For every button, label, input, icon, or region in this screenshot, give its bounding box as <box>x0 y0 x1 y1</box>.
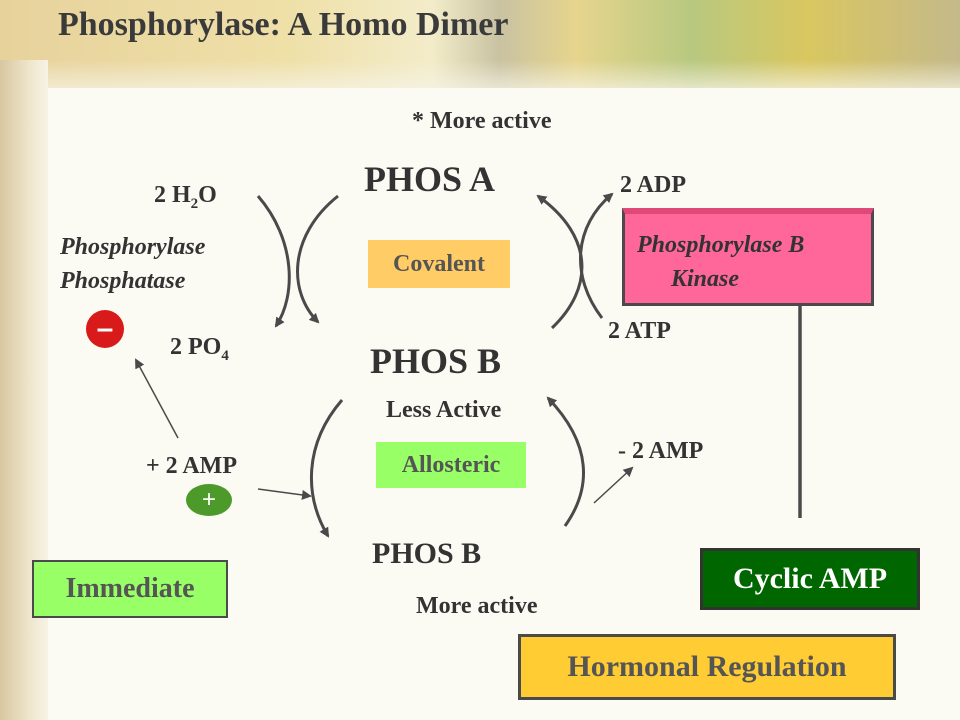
more-active-star-label: * More active <box>412 108 552 134</box>
arrow-plus-to-phos-b <box>257 488 312 500</box>
more-active-label: More active <box>416 593 538 619</box>
atp-label: 2 ATP <box>608 318 671 344</box>
arrow-phos-b-to-more-active <box>309 399 344 538</box>
phosphatase-enzyme-label: Phosphorylase Phosphatase <box>60 234 206 294</box>
arrow-h2o-to-po4 <box>256 195 291 328</box>
activation-plus-icon: + <box>186 484 232 516</box>
arrow-atp-to-adp <box>579 192 614 319</box>
cyclic-amp-box: Cyclic AMP <box>700 548 920 610</box>
arrow-more-active-to-phos-b <box>546 396 585 527</box>
allosteric-box: Allosteric <box>376 442 526 488</box>
slide-title: Phosphorylase: A Homo Dimer <box>58 6 509 43</box>
arrow-phos-b-to-a <box>536 194 584 330</box>
phos-b-top-label: PHOS B <box>370 341 502 381</box>
inhibition-minus-icon: – <box>86 310 124 348</box>
arrow-to-minus-amp <box>593 466 634 504</box>
phos-b-bottom-label: PHOS B <box>372 537 482 570</box>
covalent-box: Covalent <box>368 240 510 288</box>
minus-amp-label: - 2 AMP <box>618 438 704 464</box>
adp-label: 2 ADP <box>620 172 686 198</box>
plus-amp-label: + 2 AMP <box>146 453 237 479</box>
kinase-line-2: Kinase <box>671 266 740 292</box>
arrow-phos-a-to-b <box>296 194 339 324</box>
kinase-line-1: Phosphorylase B <box>637 232 805 258</box>
po4-label: 2 PO4 <box>170 334 229 364</box>
immediate-box: Immediate <box>32 560 228 618</box>
h2o-label: 2 H2O <box>154 182 217 212</box>
hormonal-regulation-box: Hormonal Regulation <box>518 634 896 700</box>
phos-a-label: PHOS A <box>364 159 496 199</box>
less-active-label: Less Active <box>386 397 502 423</box>
arrow-amp-to-inhibit <box>135 358 179 439</box>
kinase-enzyme-box: Phosphorylase B Kinase <box>622 208 874 306</box>
